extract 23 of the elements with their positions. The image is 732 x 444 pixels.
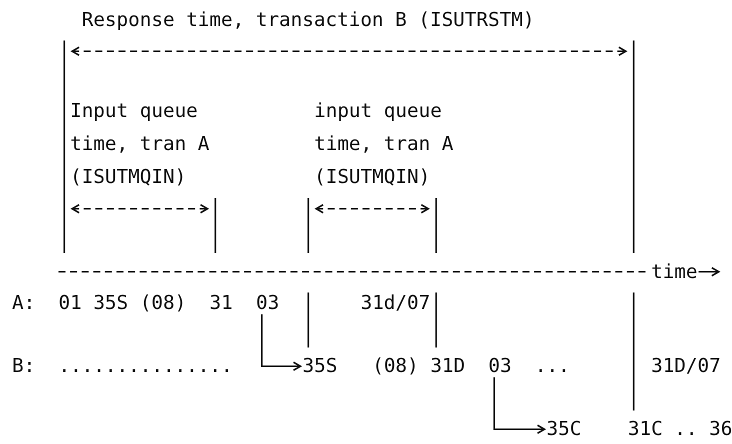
wait-dots: ... [534,355,570,378]
flow-arrow [493,377,546,434]
axis-label: time [651,260,698,283]
event-code: 35C [546,418,582,440]
event-code: 31C .. 36 [628,418,732,440]
dimension-label: input queue time, tran A (ISUTMQIN) [314,98,454,190]
dimension-label: Input queue time, tran A (ISUTMQIN) [70,98,210,190]
event-code: 31D/07 [651,355,721,378]
event-code: 03 [488,355,512,378]
event-code: 31d/07 [360,292,430,314]
event-code: (08) [372,355,419,378]
event-code: 31 [210,292,233,314]
flow-arrow [261,314,302,372]
dimension-label: Response time, transaction B (ISUTRSTM) [82,8,534,31]
event-code: 31D [430,355,466,378]
event-code: 35S [93,292,128,314]
row-label: B: [12,355,36,378]
event-code: 03 [256,292,280,314]
event-code: (08) [140,292,186,314]
row-label: A: [12,292,36,314]
event-code: 35S [302,355,338,378]
wait-dots: ............... [58,355,233,378]
event-code: 01 [58,292,82,314]
